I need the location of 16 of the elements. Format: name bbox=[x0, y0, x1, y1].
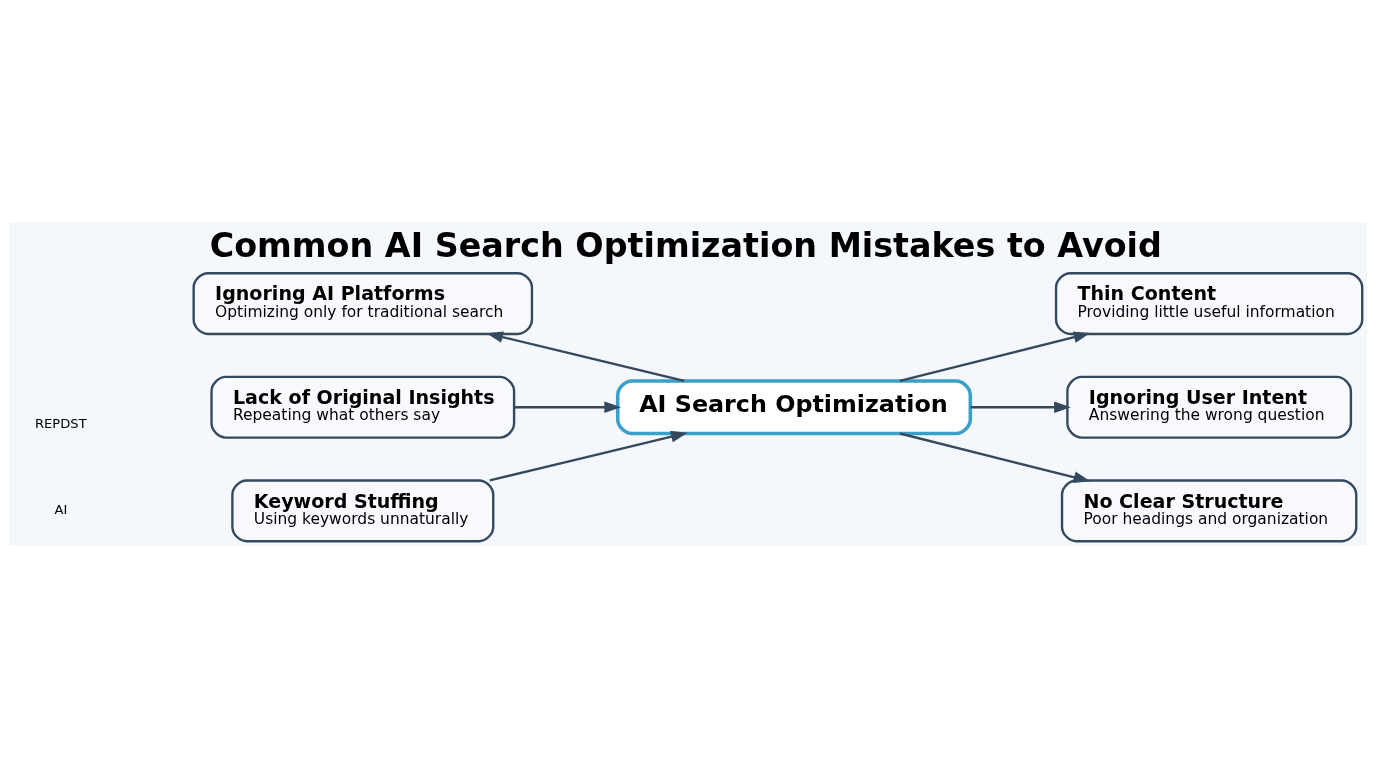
arrow bbox=[514, 401, 621, 414]
arrow bbox=[489, 430, 688, 482]
arrow bbox=[486, 331, 685, 383]
arrow bbox=[899, 331, 1091, 383]
node-box: Thin Content Providing little useful information bbox=[1054, 272, 1364, 336]
node-box: Lack of Original Insights Repeating what others say bbox=[210, 375, 516, 439]
label: REPDST bbox=[35, 416, 87, 432]
node-box: AI Search Optimization bbox=[615, 379, 973, 436]
diagram-title: Common AI Search Optimization Mistakes to Avoid bbox=[209, 226, 1162, 266]
arrow bbox=[899, 432, 1091, 483]
arrow bbox=[970, 401, 1071, 414]
node-box: Ignoring User Intent Answering the wrong question bbox=[1066, 375, 1353, 439]
node-box: Keyword Stuffing Using keywords unnaturally bbox=[231, 479, 495, 543]
node-box: Ignoring AI Platforms Optimizing only for traditional search bbox=[192, 272, 534, 336]
label: AI bbox=[54, 502, 68, 518]
node-box: No Clear Structure Poor headings and organization bbox=[1060, 479, 1358, 543]
